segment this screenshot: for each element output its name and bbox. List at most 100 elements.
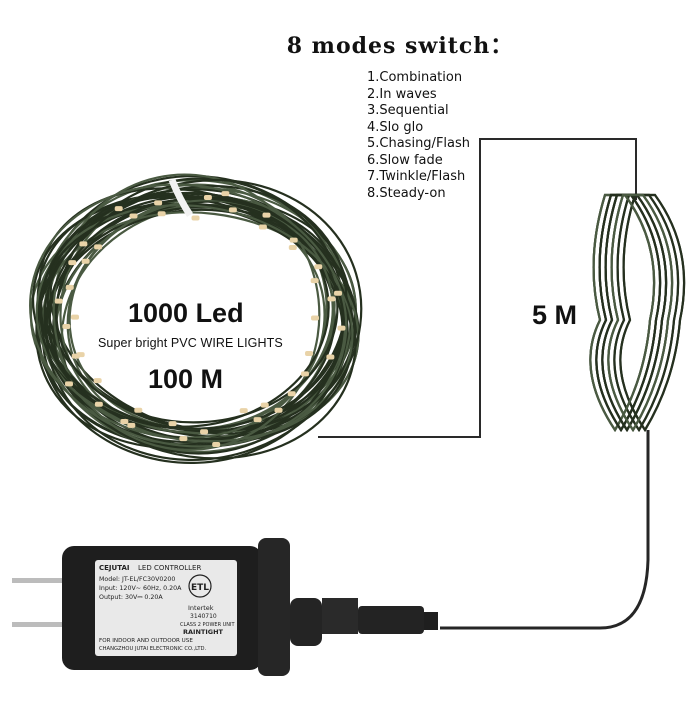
- led-bead: [212, 441, 221, 447]
- led-bead: [258, 224, 267, 230]
- led-bead: [314, 264, 323, 270]
- led-bead: [71, 314, 80, 320]
- led-bead: [76, 352, 85, 358]
- connector-ring: [322, 598, 358, 634]
- led-bead: [127, 422, 136, 428]
- label-cert-mark: ETL: [191, 583, 209, 593]
- led-bead: [179, 436, 188, 442]
- led-bead: [334, 290, 343, 296]
- led-bead: [62, 324, 71, 330]
- led-bead: [65, 381, 74, 387]
- mode-item: 6.Slow fade: [367, 152, 443, 168]
- led-bead: [191, 215, 200, 221]
- led-bead: [289, 237, 298, 243]
- lead-cable-length: 5 M: [532, 300, 578, 330]
- mode-item: 1.Combination: [367, 70, 463, 85]
- mode-item: 3.Sequential: [367, 103, 449, 118]
- controller-label: [95, 560, 237, 656]
- led-bead: [154, 200, 163, 206]
- led-bead: [305, 351, 314, 357]
- led-bead: [337, 325, 346, 331]
- led-bead: [114, 206, 123, 212]
- power-adapter: CEJUTAI LED CONTROLLER Model: JT-EL/FC30…: [12, 538, 438, 676]
- plug-prong-top: [12, 578, 64, 583]
- label-input: Input: 120V~ 60Hz, 0.20A: [99, 585, 182, 592]
- wire-loop: [45, 178, 363, 462]
- label-maker: CHANGZHOU JUTAI ELECTRONIC CO.,LTD.: [99, 646, 207, 652]
- label-output: Output: 30V⎓ 0.20A: [99, 594, 163, 601]
- cable-loop: [607, 193, 674, 433]
- wire-loop: [35, 204, 354, 443]
- wire-loop: [55, 197, 339, 424]
- mode-item: 7.Twinkle/Flash: [367, 169, 466, 184]
- cable-tie: [168, 178, 193, 217]
- label-raintight: RAINTIGHT: [183, 628, 224, 636]
- mode-item: 4.Slo glo: [367, 119, 424, 135]
- led-bead: [65, 284, 74, 290]
- modes-list: 1.Combination 2.In waves 3.Sequential 4.…: [367, 70, 470, 202]
- connection-wire: [318, 138, 637, 438]
- wire-coil: [29, 173, 363, 464]
- cable-loop: [601, 193, 668, 433]
- led-bead: [94, 401, 103, 407]
- led-bead: [326, 354, 335, 360]
- page-title: 8 modes switch：: [0, 28, 700, 60]
- mode-item: 2.In waves: [367, 86, 437, 102]
- led-bead: [54, 298, 63, 304]
- led-bead: [203, 194, 212, 200]
- label-title: LED CONTROLLER: [138, 564, 201, 572]
- led-bead: [288, 244, 297, 250]
- led-count: 1000 Led: [128, 298, 244, 328]
- label-cert-num: 3140710: [190, 613, 217, 620]
- led-bead: [327, 296, 336, 302]
- led-bead: [262, 212, 271, 218]
- etl-logo: [188, 574, 212, 598]
- led-bead: [168, 421, 177, 427]
- cable-loop: [589, 193, 656, 433]
- connector-tip: [424, 612, 438, 630]
- wire-length: 100 M: [148, 364, 224, 394]
- led-bead: [228, 207, 237, 213]
- led-bead: [239, 408, 248, 414]
- adapter-connector: [290, 598, 322, 646]
- plug-prong-bottom: [12, 622, 64, 627]
- led-bead: [120, 418, 129, 424]
- cable-loop: [619, 193, 686, 433]
- led-bead: [129, 213, 138, 219]
- led-bead: [253, 417, 262, 423]
- led-bead: [221, 191, 230, 197]
- led-bead: [94, 244, 103, 250]
- led-bead: [311, 315, 319, 321]
- led-bead: [260, 402, 269, 408]
- label-use: FOR INDOOR AND OUTDOOR USE: [99, 638, 193, 644]
- led-bead: [274, 407, 283, 413]
- lead-cable-bundle: [589, 193, 686, 433]
- led-bead: [287, 391, 296, 397]
- label-brand: CEJUTAI: [99, 564, 129, 572]
- cable-loop: [595, 193, 662, 433]
- led-bead: [300, 371, 309, 377]
- wire-loop: [40, 191, 345, 430]
- led-bead: [79, 241, 88, 247]
- label-class: CLASS 2 POWER UNIT: [180, 622, 236, 628]
- wire-loop: [29, 183, 348, 448]
- led-bead: [134, 407, 143, 413]
- led-bead: [310, 278, 319, 284]
- connector-plug: [358, 606, 424, 634]
- product-description: Super bright PVC WIRE LIGHTS: [98, 336, 283, 350]
- led-bead: [93, 378, 102, 384]
- label-cert-sub: Intertek: [188, 604, 214, 612]
- adapter-flange: [258, 538, 290, 676]
- led-bead: [157, 211, 166, 217]
- mode-item: 5.Chasing/Flash: [367, 136, 471, 151]
- power-cord: [440, 430, 650, 630]
- led-bead: [81, 258, 90, 264]
- cable-loop: [613, 193, 680, 433]
- led-bead: [200, 429, 209, 435]
- led-bead: [68, 260, 77, 266]
- label-model: Model: JT-EL/FC30V0200: [99, 576, 175, 583]
- headline: 8 modes switch：: [286, 33, 514, 59]
- mode-item: 8.Steady-on: [367, 185, 446, 201]
